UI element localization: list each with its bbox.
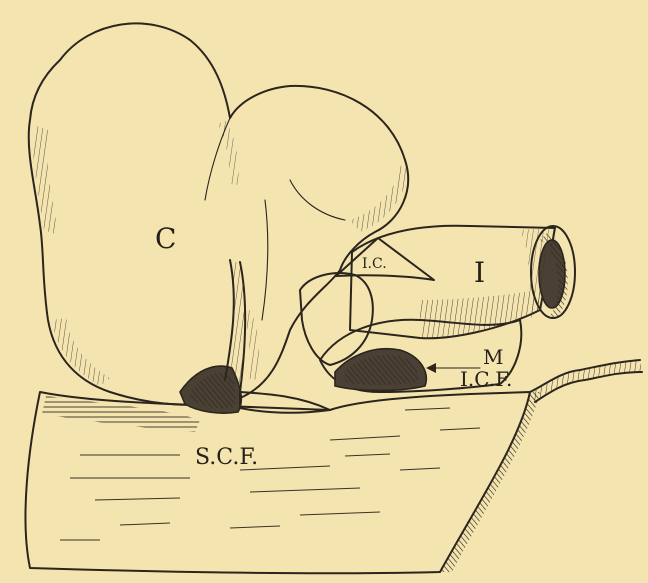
sheet-hatching (60, 408, 480, 540)
mesenteric-vessel (530, 360, 642, 402)
label-ileocecal-fossa: I.C.F. (460, 367, 512, 391)
peritoneal-sheet (25, 392, 540, 573)
cecum (29, 23, 408, 404)
label-ileum: I (474, 256, 485, 289)
label-subcecal-fossa: S.C.F. (195, 445, 258, 470)
label-ileocecal: I.C. (362, 256, 387, 272)
label-cecum: C (155, 222, 176, 255)
ileocecal-fold (300, 273, 373, 365)
label-mesentery: M (483, 345, 503, 369)
